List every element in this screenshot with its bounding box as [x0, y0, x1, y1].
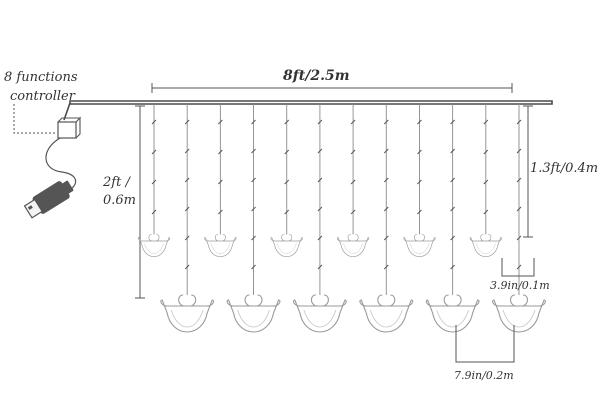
controller-box-icon: [57, 116, 82, 139]
ingot-lamp-icon: [204, 234, 237, 257]
light-strand: [425, 104, 480, 333]
light-strand: [359, 104, 414, 333]
short-drop-label: 1.3ft/0.4m: [530, 161, 598, 176]
long-drop-label-line1: 2ft /: [102, 175, 131, 190]
usb-plug-icon: [23, 180, 74, 219]
controller-label-line1: 8 functions: [4, 70, 78, 85]
ingot-lamp-icon: [226, 294, 281, 333]
light-strand: [492, 104, 546, 333]
ingot-lamp-icon: [469, 234, 502, 257]
light-strand: [469, 104, 502, 257]
light-strands: [137, 104, 546, 333]
light-strand: [403, 104, 436, 257]
ingot-lamp-icon: [492, 294, 546, 333]
long-drop-label-line2: 0.6m: [103, 193, 136, 208]
large-lamp-width-bracket: [455, 325, 515, 363]
lead-wire: [63, 102, 71, 121]
usb-cable: [45, 137, 77, 191]
small-lamp-width-label: 3.9in/0.1m: [490, 279, 550, 292]
ingot-lamp-icon: [403, 234, 436, 257]
ingot-lamp-icon: [137, 234, 171, 257]
light-strand: [292, 104, 347, 333]
ingot-lamp-icon: [292, 294, 347, 333]
controller-leader: [13, 104, 56, 134]
light-strand: [270, 104, 303, 257]
large-lamp-width-label: 7.9in/0.2m: [454, 369, 514, 382]
light-strand: [336, 104, 370, 257]
ingot-lamp-icon: [425, 294, 480, 333]
small-lamp-width-bracket: [501, 258, 535, 277]
ingot-lamp-icon: [270, 234, 303, 257]
light-strand: [226, 104, 281, 333]
ingot-lamp-icon: [160, 294, 215, 333]
ingot-lamp-icon: [359, 294, 414, 333]
total-width-label: 8ft/2.5m: [283, 68, 350, 84]
main-wire: [69, 100, 553, 105]
light-strand: [160, 104, 215, 333]
controller-label-line2: controller: [10, 89, 76, 104]
light-strand: [137, 104, 171, 257]
light-strand: [204, 104, 237, 257]
ingot-lamp-icon: [336, 234, 370, 257]
